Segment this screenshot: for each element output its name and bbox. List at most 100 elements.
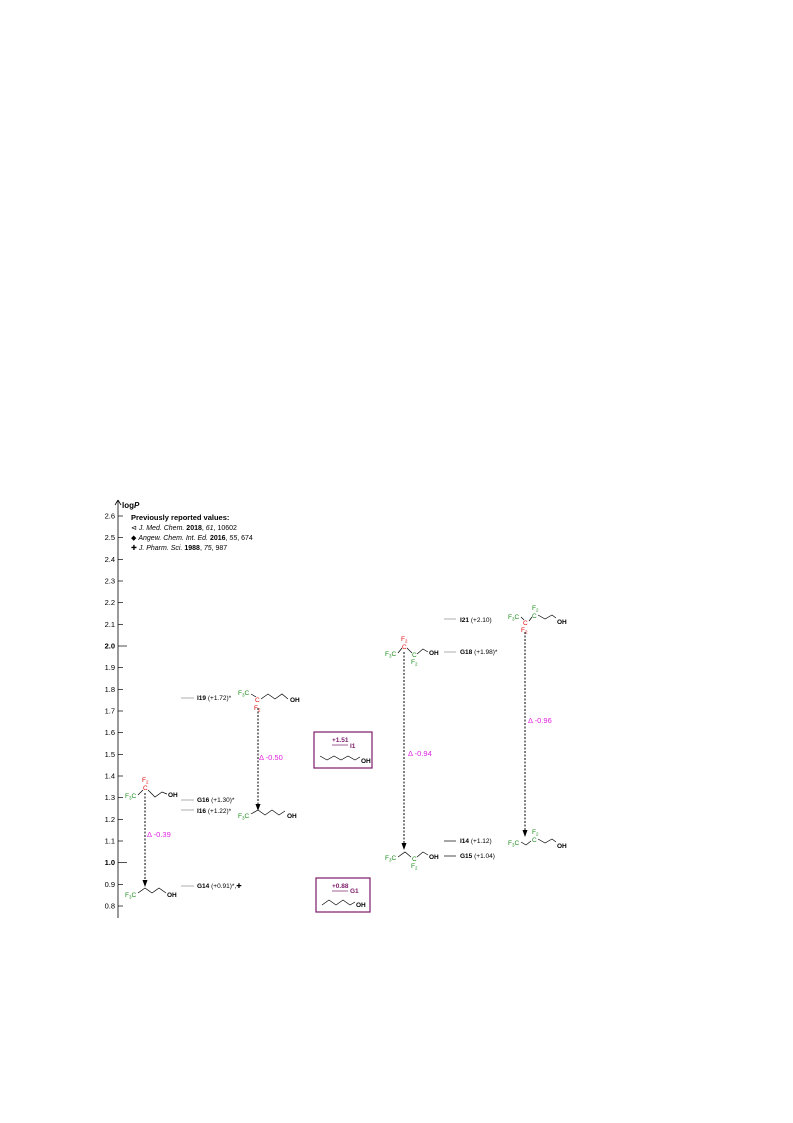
refbox-g1-value: +0.88 <box>332 883 349 890</box>
label-i14: I14 (+1.12) <box>460 838 492 845</box>
g14-f3c: F3C <box>125 892 137 900</box>
i14-f3c: F3C <box>508 840 520 848</box>
refbox-i1-frame <box>313 731 373 769</box>
g16-c: C <box>143 785 148 792</box>
y-tick-label: 2.2 <box>105 598 115 607</box>
label-i21: I21 (+2.10) <box>460 617 492 624</box>
g15-oh: OH <box>429 854 439 861</box>
i21-c-red: C <box>523 620 528 627</box>
label-i16: I16 (+1.22)* <box>197 808 232 815</box>
y-tick-label: 1.6 <box>105 728 115 737</box>
refbox-i1-name: I1 <box>350 743 356 750</box>
refbox-g1: +0.88 G1 OH <box>315 877 371 913</box>
g18-oh: OH <box>429 650 439 657</box>
i14-c: C <box>532 837 537 844</box>
g18-f2-top: F2 <box>401 636 408 644</box>
g14-oh: OH <box>167 892 177 899</box>
g18-bonds <box>397 647 429 655</box>
legend-ref-1: ⊲ J. Med. Chem. 2018, 61, 10602 <box>131 525 237 532</box>
g18-f3c: F3C <box>385 651 397 659</box>
y-tick-label: 1.2 <box>105 815 115 824</box>
refbox-i1-oh: OH <box>361 758 371 765</box>
y-tick-label: 1.1 <box>105 837 115 846</box>
molecule-i16: F3C OH <box>238 809 297 821</box>
legend-ref-2: ◆ Angew. Chem. Int. Ed. 2016, 55, 674 <box>131 535 253 542</box>
y-tick-label: 2.3 <box>105 577 115 586</box>
label-i19: I19 (+1.72)* <box>197 695 232 702</box>
delta-2: Δ -0.50 <box>259 753 283 762</box>
y-tick-label: 1.5 <box>105 750 115 759</box>
i14-f2: F2 <box>532 829 539 837</box>
i16-f3c: F3C <box>238 813 250 821</box>
g16-f3c: F3C <box>125 793 137 801</box>
refbox-g1-oh: OH <box>356 902 366 909</box>
refbox-i1: +1.51 I1 OH <box>313 731 373 769</box>
y-tick-label: 2.1 <box>105 620 115 629</box>
legend-title: Previously reported values: <box>131 513 229 522</box>
legend: Previously reported values: ⊲ J. Med. Ch… <box>131 513 253 552</box>
g18-c-red: C <box>402 644 407 651</box>
delta-3: Δ -0.94 <box>408 749 432 758</box>
legend-ref-3: ✚ J. Pharm. Sci. 1988, 75, 987 <box>131 544 227 552</box>
g15-f3c: F3C <box>385 855 397 863</box>
i21-bonds <box>520 614 557 622</box>
g16-oh: OH <box>168 792 178 799</box>
y-tick-label: 1.9 <box>105 663 115 672</box>
y-tick-label: 2.4 <box>105 555 115 564</box>
refbox-i1-chain <box>319 755 361 761</box>
i21-f2-bottom: F2 <box>521 627 528 635</box>
i19-f2: F2 <box>254 705 261 713</box>
delta-1: Δ -0.39 <box>147 830 171 839</box>
g16-f2: F2 <box>142 777 149 785</box>
arrowhead-icon <box>401 843 407 850</box>
molecule-g15: F3C C F2 OH <box>385 851 439 871</box>
molecule-g16: F2 C F3C OH <box>125 777 178 801</box>
g18-f2-bottom: F2 <box>411 659 418 667</box>
g15-bonds <box>397 851 429 858</box>
y-tick-label: 2.5 <box>105 533 115 542</box>
i19-bonds <box>250 693 289 700</box>
i16-bonds <box>250 809 286 816</box>
y-tick-label: 1.8 <box>105 685 115 694</box>
i14-oh: OH <box>557 843 567 850</box>
i21-f2-top: F2 <box>532 605 539 613</box>
label-g14: G14 (+0.91)*,✚ <box>197 882 242 890</box>
y-axis-ticks: 2.6 2.5 2.4 2.3 2.2 2.1 2.0 1.9 1.8 1.7 1.6 1.5 1.4 1… <box>105 512 127 911</box>
axis-arrow-icon <box>114 499 122 506</box>
molecule-g18: F2 C F3C C F2 OH <box>385 636 439 667</box>
i14-bonds <box>520 838 557 846</box>
label-g18: G18 (+1.98)* <box>460 649 498 656</box>
i21-c-green: C <box>532 613 537 620</box>
g15-c: C <box>412 856 417 863</box>
arrowhead-icon <box>142 880 148 887</box>
axis-title: logP <box>122 501 140 510</box>
arrowhead-icon <box>255 804 261 811</box>
labels-col1: G16 (+1.30)* I16 (+1.22)* G14 (+0.91)*,✚ <box>181 797 242 890</box>
i19-c: C <box>255 697 260 704</box>
refbox-g1-chain <box>321 899 356 906</box>
y-tick-label: 1.3 <box>105 793 115 802</box>
molecule-i14: F2 C F3C OH <box>508 829 567 850</box>
y-tick-label: 2.6 <box>105 512 115 521</box>
i21-oh: OH <box>557 619 567 626</box>
g18-c-green: C <box>412 652 417 659</box>
label-g16: G16 (+1.30)* <box>197 797 235 804</box>
i21-f3c: F3C <box>508 614 520 622</box>
molecule-g14: F3C OH <box>125 887 177 900</box>
arrowhead-icon <box>522 830 528 837</box>
refbox-i1-value: +1.51 <box>332 737 349 744</box>
molecule-i19: F3C C F2 OH <box>238 690 300 713</box>
delta-4: Δ -0.96 <box>528 716 552 725</box>
i16-oh: OH <box>287 813 297 820</box>
y-tick-label: 1.7 <box>105 707 115 716</box>
y-tick-label: 1.0 <box>105 858 115 867</box>
g15-f2: F2 <box>411 863 418 871</box>
i19-oh: OH <box>290 697 300 704</box>
y-tick-label: 1.4 <box>105 772 115 781</box>
y-tick-label: 2.0 <box>105 642 115 651</box>
g14-bonds <box>137 887 167 894</box>
refbox-g1-name: G1 <box>350 888 359 895</box>
g16-bonds <box>137 789 168 798</box>
y-tick-label: 0.8 <box>105 902 115 911</box>
